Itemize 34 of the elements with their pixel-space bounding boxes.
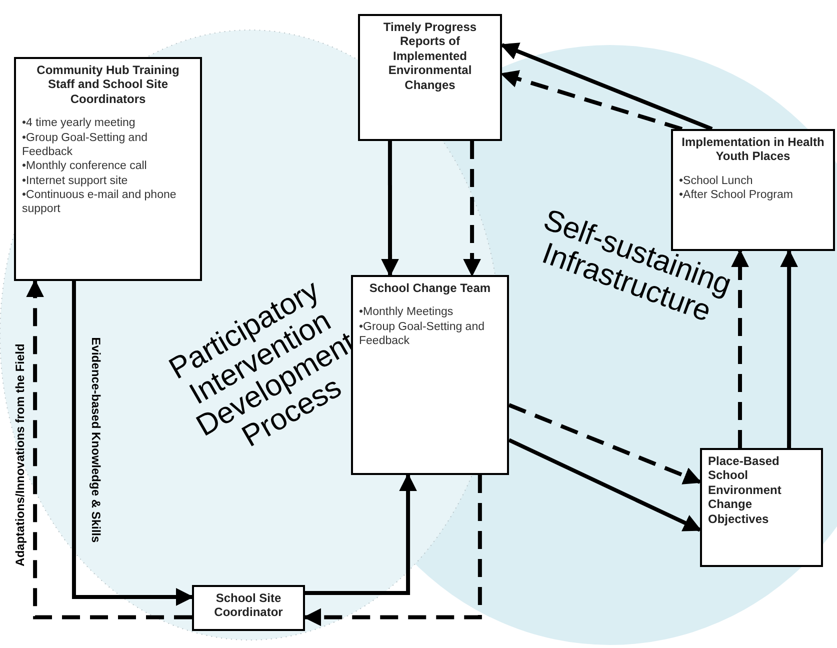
process-box bbox=[192, 585, 305, 631]
box-heading: Community Hub Training Staff and School Site Coordinators bbox=[36, 63, 180, 106]
bullet-item: •4 time yearly meeting bbox=[22, 116, 136, 131]
box-heading: Implementation in Health Youth Places bbox=[680, 135, 826, 164]
bullet-item: •Group Goal-Setting and Feedback bbox=[359, 320, 486, 349]
edge-label: Adaptations/Innovations from the Field bbox=[12, 344, 28, 566]
arrow bbox=[305, 473, 418, 595]
bullet-item: •Monthly Meetings bbox=[359, 305, 454, 320]
bullet-item: •Monthly conference call bbox=[22, 159, 148, 174]
box-heading: School Site Coordinator bbox=[213, 591, 284, 620]
bullet-item: •Group Goal-Setting and Feedback bbox=[22, 130, 148, 160]
arrow bbox=[303, 475, 482, 626]
arrow bbox=[500, 42, 713, 131]
box-heading: School Change Team bbox=[368, 281, 492, 296]
process-box bbox=[351, 275, 509, 475]
arrow bbox=[381, 141, 400, 277]
arrow bbox=[72, 281, 194, 606]
edge-label: Evidence-based Knowledge & Skills bbox=[88, 337, 104, 543]
box-heading: Place-Based School Environment Change Objectives bbox=[708, 454, 782, 526]
bullet-item: •Continuous e-mail and phone support bbox=[22, 188, 178, 217]
bullet-item: •School Lunch bbox=[679, 174, 754, 188]
arrow bbox=[508, 403, 702, 484]
arrow bbox=[780, 249, 798, 448]
arrow bbox=[500, 70, 683, 131]
arrow bbox=[508, 438, 702, 532]
process-box bbox=[700, 448, 823, 567]
process-box bbox=[14, 57, 202, 281]
arrow bbox=[463, 141, 482, 277]
process-box bbox=[358, 14, 502, 141]
bullet-item: •After School Program bbox=[679, 188, 794, 203]
box-heading: Timely Progress Reports of Implemented Environmental Changes bbox=[382, 20, 478, 92]
arrow bbox=[731, 249, 750, 448]
arrow bbox=[26, 279, 192, 620]
bullet-item: •Internet support site bbox=[22, 174, 129, 188]
